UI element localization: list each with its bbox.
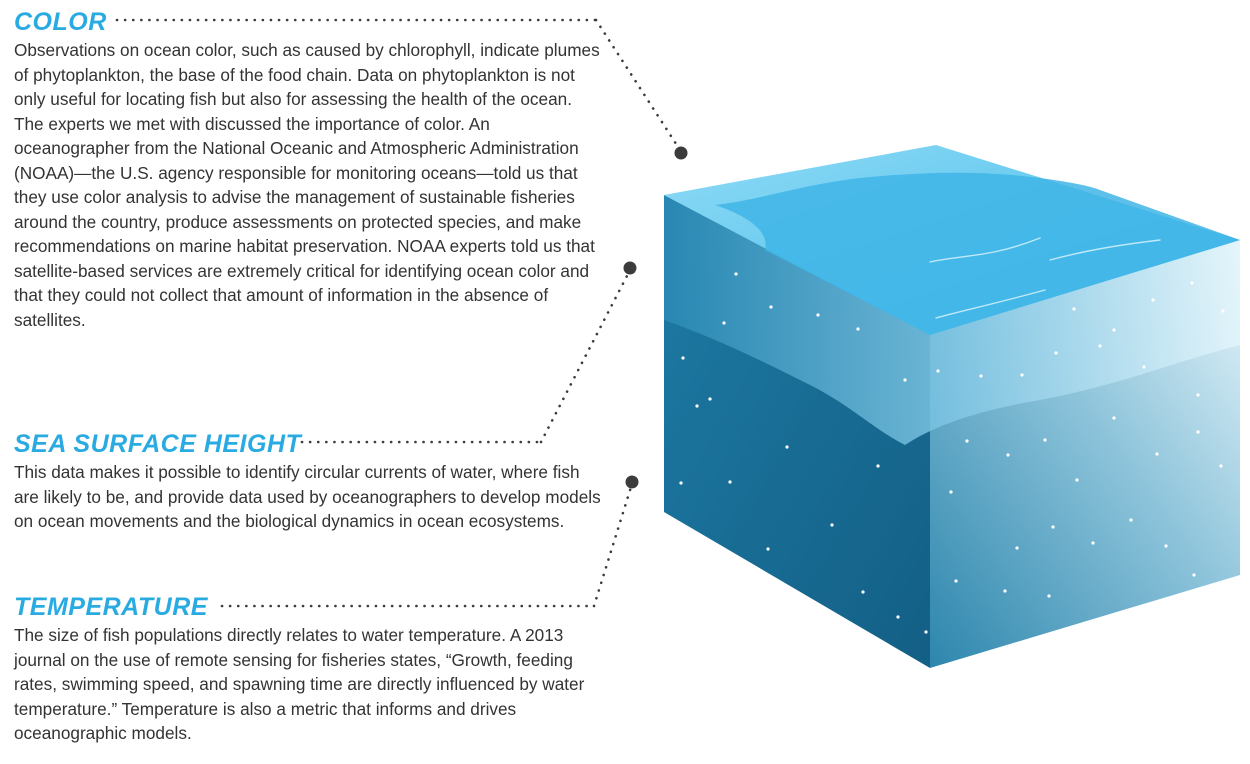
- section-heading-sea-surface-height: SEA SURFACE HEIGHT: [14, 430, 302, 458]
- wave-lines: [929, 237, 1161, 319]
- section-body-color: Observations on ocean color, such as cau…: [14, 40, 600, 330]
- ocean-cube: [664, 145, 1240, 668]
- connector-dot-color: [674, 146, 688, 160]
- connector-color: [115, 18, 688, 160]
- connector-dot-sea-surface-height: [623, 261, 637, 275]
- connector-dot-temperature: [625, 475, 639, 489]
- cube-surface-layer: [664, 195, 1240, 445]
- section-heading-temperature: TEMPERATURE: [14, 593, 208, 621]
- connector-temperature: [220, 475, 639, 608]
- connector-sea-surface-height: [300, 261, 637, 444]
- section-color: COLOR Observations on ocean color, such …: [14, 8, 604, 332]
- particle-dots: [679, 272, 1225, 634]
- top-face-wave: [715, 172, 1240, 335]
- section-body-sea-surface-height: This data makes it possible to identify …: [14, 462, 601, 531]
- section-heading-color: COLOR: [14, 8, 107, 36]
- section-sea-surface-height: SEA SURFACE HEIGHT This data makes it po…: [14, 430, 604, 534]
- section-body-temperature: The size of fish populations directly re…: [14, 625, 585, 743]
- section-temperature: TEMPERATURE The size of fish populations…: [14, 593, 604, 746]
